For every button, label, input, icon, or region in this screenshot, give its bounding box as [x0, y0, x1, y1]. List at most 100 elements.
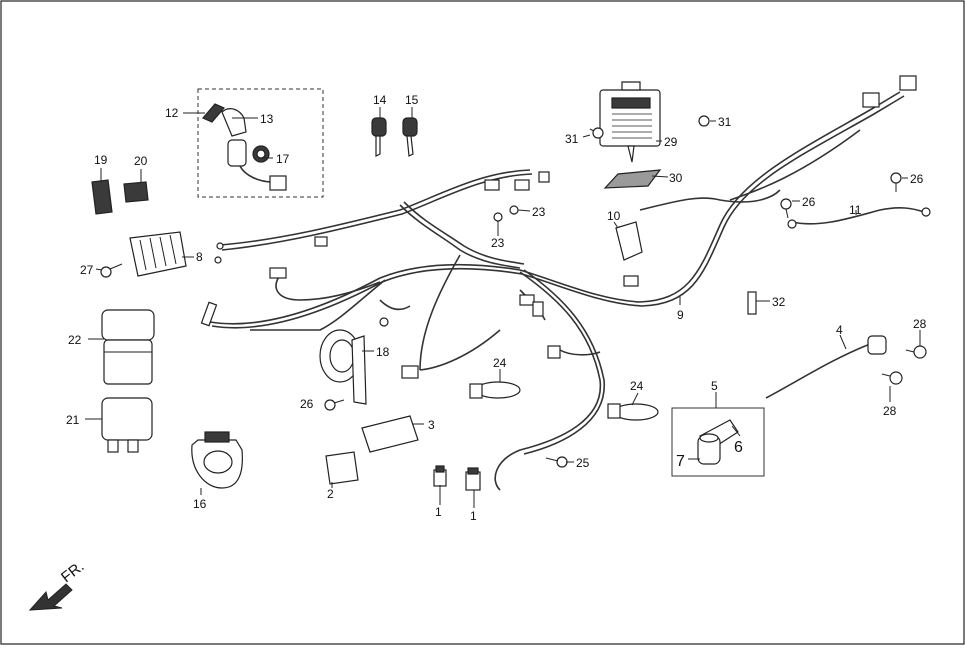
harness-connector: [623, 275, 639, 287]
leader-lines: [85, 107, 921, 508]
fuse-1: [465, 467, 481, 491]
screw-23: [509, 205, 519, 215]
callout-label: 9: [677, 308, 684, 322]
callout-label: 6: [734, 439, 743, 456]
callout-label: 24: [630, 379, 644, 393]
callout-label: 23: [491, 236, 505, 250]
callout-label: 26: [910, 172, 924, 186]
callout-label: 14: [373, 93, 387, 107]
bolt-26: [780, 198, 792, 219]
harness-connector: [269, 267, 287, 279]
callout-label: 31: [718, 115, 732, 129]
bracket-30: [603, 169, 662, 189]
front-direction-indicator: FR.: [28, 558, 88, 611]
harness-connector: [538, 171, 550, 183]
callout-label: 26: [300, 397, 314, 411]
callout-label: 32: [772, 295, 786, 309]
callout-label: 4: [836, 323, 843, 337]
callout-label: 31: [565, 132, 579, 146]
bolt-28: [905, 345, 927, 359]
harness-connector: [862, 92, 880, 108]
callout-label: 1: [435, 505, 442, 519]
harness-connector: [547, 345, 561, 359]
callout-label: 10: [607, 209, 621, 223]
harness-terminal: [200, 301, 218, 327]
callout-label: 2: [327, 487, 334, 501]
callout-labels: 1 1 2 3 4 5 6 7 8 9 10 11 12 13 14 15 16…: [66, 93, 927, 523]
callout-label: 28: [883, 404, 897, 418]
callout-label: 29: [664, 135, 678, 149]
cover-2: [325, 451, 359, 485]
plug-cap-5: [697, 419, 739, 465]
callout-label: 16: [193, 497, 207, 511]
harness-connector: [532, 301, 544, 317]
callout-label: 7: [676, 453, 685, 470]
callout-label: 20: [134, 154, 148, 168]
bolt-27: [100, 263, 123, 278]
regulator-8: [129, 231, 187, 277]
callout-label: 1: [470, 509, 477, 523]
clamp-24: [607, 403, 659, 421]
callout-label: 21: [66, 413, 80, 427]
harness-connector: [514, 179, 530, 191]
module-3: [361, 415, 419, 453]
callout-label: 28: [913, 317, 927, 331]
callout-label: 26: [802, 195, 816, 209]
plug-cap-group-box: [671, 407, 765, 477]
ignition-switch: [202, 103, 287, 191]
callout-label: 11: [849, 203, 862, 217]
ecu-unit-29: [599, 81, 661, 163]
callout-label: 3: [428, 418, 435, 432]
boot-10: [615, 221, 643, 261]
harness-connector: [401, 365, 419, 379]
callout-label: 30: [669, 171, 683, 185]
callout-label: 18: [376, 345, 390, 359]
harness-terminal: [214, 256, 222, 264]
harness-connector: [519, 294, 535, 306]
clamp-24: [469, 381, 521, 399]
harness-terminal: [216, 242, 224, 250]
relay-21: [101, 397, 153, 453]
callout-label: 27: [80, 263, 94, 277]
callout-label: 8: [196, 250, 203, 264]
callout-label: 15: [405, 93, 419, 107]
screw-31: [589, 127, 604, 139]
screw-23: [493, 212, 503, 228]
bolt-26: [324, 399, 345, 411]
sensor-4: [765, 335, 887, 399]
key-15: [402, 117, 418, 157]
relay-20: [123, 181, 149, 203]
front-arrow-icon: [28, 583, 73, 611]
harness-connector: [484, 179, 500, 191]
cover-16: [191, 431, 243, 489]
screw-31: [698, 115, 710, 127]
callout-label: 17: [276, 152, 290, 166]
harness-connector: [314, 236, 328, 247]
callout-label: 12: [165, 106, 179, 120]
callout-label: 22: [68, 333, 82, 347]
callout-label: 5: [711, 379, 718, 393]
bolt-28: [881, 371, 903, 385]
callout-label: 25: [576, 456, 590, 470]
fuse-1: [433, 465, 447, 487]
harness-connector: [899, 75, 917, 91]
relay-19: [91, 179, 113, 215]
callout-label: 19: [94, 153, 108, 167]
ground-cable-11: [787, 207, 931, 229]
horn-18: [319, 329, 367, 405]
screw-25: [545, 456, 568, 468]
key-14: [371, 117, 387, 157]
bolt-26: [890, 172, 902, 192]
ground-terminal: [379, 317, 389, 327]
callout-label: 13: [260, 112, 274, 126]
callout-label: 23: [532, 205, 546, 219]
direction-label: FR.: [58, 558, 88, 586]
ignition-switch-group-box: [197, 88, 324, 198]
callout-label: 24: [493, 356, 507, 370]
relay-22: [101, 309, 155, 385]
label-32: [747, 291, 757, 315]
wire-harness: [200, 75, 917, 491]
